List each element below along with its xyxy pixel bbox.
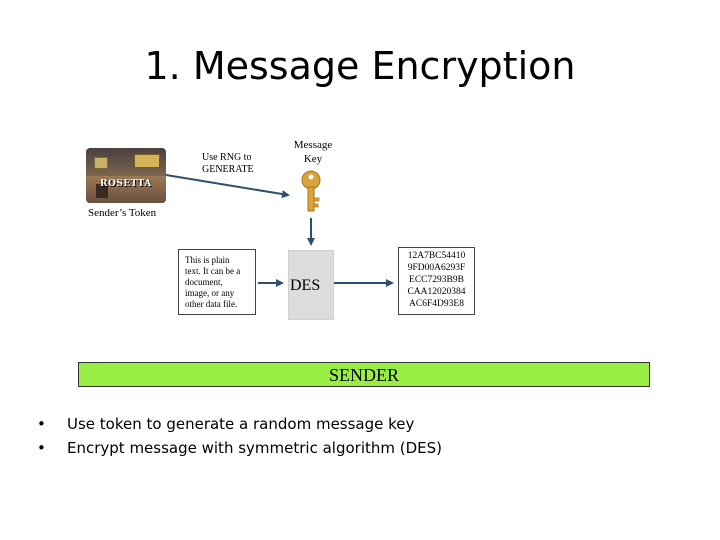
token-card-text: ROSETTA xyxy=(100,179,152,189)
plaintext-box: This is plain text. It can be a document… xyxy=(178,249,256,315)
ciphertext-line: ECC7293B9B xyxy=(409,275,464,285)
sender-bar xyxy=(78,362,650,387)
plaintext-line: image, or any xyxy=(185,288,235,298)
bullet-text: Use token to generate a random message k… xyxy=(67,415,415,433)
plaintext-line: document, xyxy=(185,277,223,287)
ciphertext-box: 12A7BC54410 9FD00A6293F ECC7293B9B CAA12… xyxy=(398,247,475,315)
plaintext-line: text. It can be a xyxy=(185,266,241,276)
ciphertext-line: 9FD00A6293F xyxy=(407,263,466,273)
ciphertext-line: CAA12020384 xyxy=(407,287,466,297)
generate-label-line: GENERATE xyxy=(202,164,254,175)
message-key-label: Message Key xyxy=(288,138,338,166)
message-key-label-line: Message xyxy=(293,139,333,151)
generate-label-line: Use RNG to xyxy=(202,152,252,163)
plaintext-line: other data file. xyxy=(185,299,238,309)
generate-label: Use RNG to GENERATE xyxy=(202,152,254,176)
smart-card-token-icon: ROSETTA xyxy=(86,148,166,203)
arrow-icon xyxy=(165,174,290,198)
plaintext-line: This is plain xyxy=(185,255,230,265)
senders-token-label: Sender’s Token xyxy=(88,207,157,219)
bullet-icon: • xyxy=(37,439,46,457)
page-title: 1. Message Encryption xyxy=(144,44,576,88)
bullet-text: Encrypt message with symmetric algorithm… xyxy=(67,439,443,457)
key-icon xyxy=(294,170,328,214)
des-label: DES xyxy=(290,277,321,294)
des-cipher-box xyxy=(288,250,334,320)
ciphertext-line: AC6F4D93E8 xyxy=(409,299,464,309)
sender-label: SENDER xyxy=(328,365,399,385)
message-key-label-line: Key xyxy=(303,153,323,165)
bullet-icon: • xyxy=(37,415,46,433)
ciphertext-line: 12A7BC54410 xyxy=(407,251,466,261)
